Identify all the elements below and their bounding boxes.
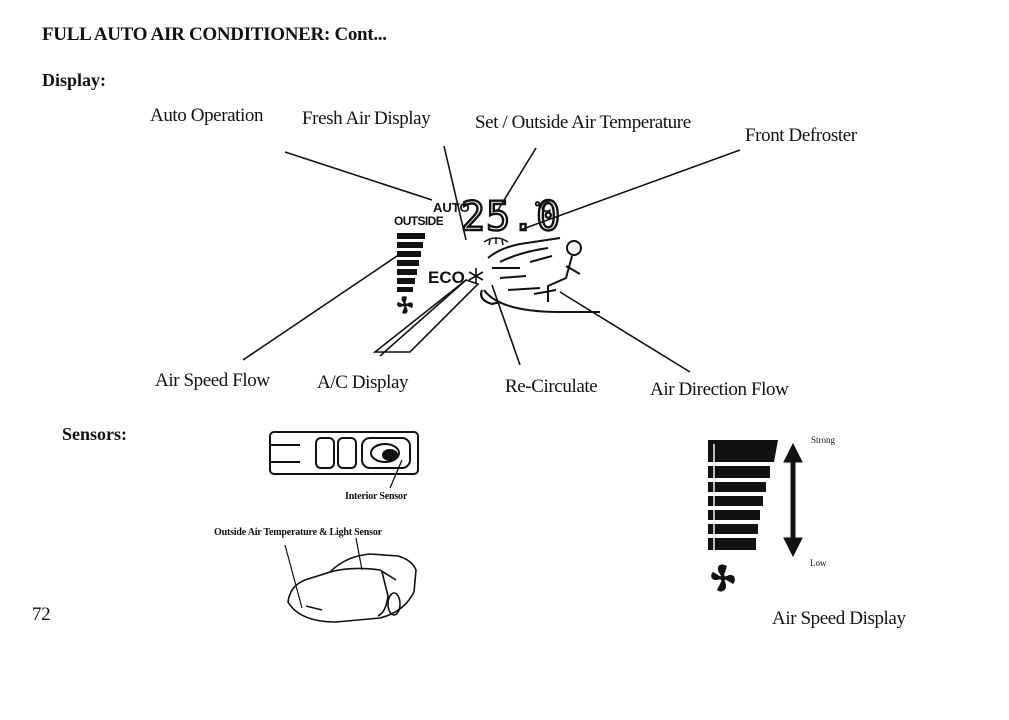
ac-pointer-wedge [372,279,480,353]
callout-ac-display: A/C Display [317,372,409,393]
interior-sensor-panel [269,431,419,489]
callout-air-direction-flow: Air Direction Flow [650,379,789,400]
page-title: FULL AUTO AIR CONDITIONER: Cont... [42,24,387,45]
car-outline [284,537,417,623]
recirculate-icon [480,289,501,306]
low-label: Low [810,558,827,568]
display-heading: Display: [42,70,107,90]
strong-low-arrow [783,442,803,558]
air-speed-display-bars [708,440,778,550]
fan-icon-small [397,296,413,314]
air-speed-display-caption: Air Speed Display [772,608,906,629]
strong-label: Strong [811,435,836,445]
callout-air-speed-flow: Air Speed Flow [155,370,270,391]
air-direction-figure [483,237,600,313]
outside-light-sensor-label: Outside Air Temperature & Light Sensor [214,527,382,538]
temperature-readout: 25.0 [461,194,561,240]
callout-leader-lines [242,145,741,373]
eco-indicator: ECO [428,268,465,287]
interior-sensor-label: Interior Sensor [345,491,408,502]
callout-front-defroster: Front Defroster [745,125,857,146]
callout-fresh-air-display: Fresh Air Display [302,108,431,129]
sensors-heading: Sensors: [62,424,128,444]
callout-set-outside-temp: Set / Outside Air Temperature [475,112,691,133]
temperature-unit: °C [534,200,551,216]
callout-auto-operation: Auto Operation [150,105,264,126]
outside-indicator: OUTSIDE [394,214,444,228]
callout-recirculate: Re-Circulate [505,376,598,397]
defroster-icon [483,237,509,246]
air-speed-bars [397,233,425,292]
fan-icon-large [711,564,735,592]
ac-snowflake-icon [468,268,484,284]
auto-indicator: AUTO [433,200,470,215]
page-number: 72 [32,604,51,625]
